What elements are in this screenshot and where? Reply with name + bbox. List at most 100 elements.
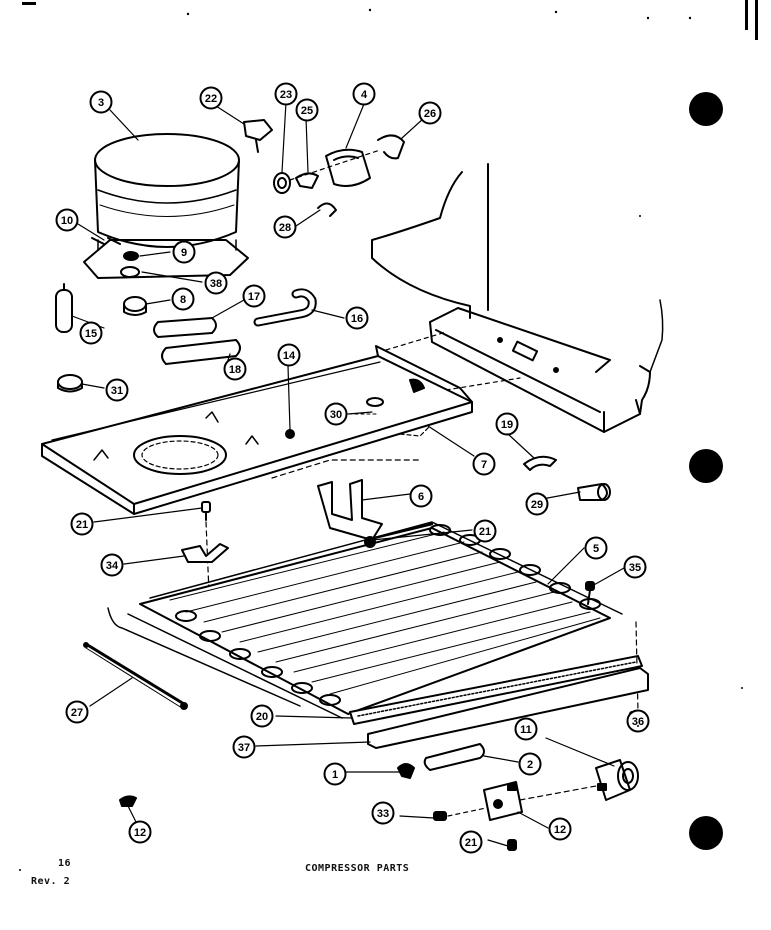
tube-2 bbox=[423, 743, 485, 771]
callout-c26: 26 bbox=[418, 101, 442, 125]
callout-circle bbox=[65, 700, 89, 724]
callout-circle bbox=[345, 306, 369, 330]
callout-label: 11 bbox=[520, 724, 532, 736]
callout-c11: 11 bbox=[514, 717, 538, 741]
elbow-tube-16 bbox=[253, 288, 317, 327]
punch-hole-middle bbox=[689, 449, 723, 483]
callout-circle bbox=[473, 519, 497, 543]
callout-circle bbox=[495, 412, 519, 436]
drier-15 bbox=[55, 283, 73, 333]
callout-circle bbox=[70, 512, 94, 536]
callout-circle bbox=[295, 98, 319, 122]
callout-circle bbox=[55, 208, 79, 232]
clip-19 bbox=[523, 455, 557, 471]
callout-c25: 25 bbox=[295, 98, 319, 122]
callout-label: 30 bbox=[330, 409, 342, 421]
control-dashed-leader bbox=[519, 785, 597, 801]
clip-1 bbox=[397, 763, 415, 779]
clip-28 bbox=[317, 202, 337, 217]
callout-label: 34 bbox=[106, 560, 119, 572]
callout-label: 2 bbox=[527, 759, 533, 771]
grommet-31 bbox=[57, 374, 83, 393]
part-12-small bbox=[119, 795, 137, 807]
callout-circle bbox=[623, 555, 647, 579]
callout-circle bbox=[204, 271, 228, 295]
callout-c29: 29 bbox=[525, 492, 549, 516]
callout-label: 26 bbox=[424, 108, 436, 120]
callout-c5: 5 bbox=[584, 536, 608, 560]
callout-c28: 28 bbox=[273, 215, 297, 239]
callout-circle bbox=[105, 378, 129, 402]
callout-label: 17 bbox=[248, 291, 260, 303]
callout-circle bbox=[242, 284, 266, 308]
callout-c16: 16 bbox=[345, 306, 369, 330]
callout-circle bbox=[324, 402, 348, 426]
condenser-coil bbox=[107, 521, 623, 719]
callout-label: 37 bbox=[238, 742, 250, 754]
callout-c19: 19 bbox=[495, 412, 519, 436]
callout-circle bbox=[223, 357, 247, 381]
callout-c12a: 12 bbox=[128, 820, 152, 844]
callout-label: 18 bbox=[229, 364, 241, 376]
callout-c14: 14 bbox=[277, 343, 301, 367]
callout-circle bbox=[514, 717, 538, 741]
relay-dashed-leader bbox=[289, 149, 381, 181]
callout-circle bbox=[584, 536, 608, 560]
callout-c21a: 21 bbox=[70, 512, 94, 536]
callout-c2: 2 bbox=[518, 752, 542, 776]
compressor-base-tray bbox=[41, 345, 473, 515]
compressor bbox=[83, 133, 249, 279]
callout-circle bbox=[518, 752, 542, 776]
clamp-29 bbox=[577, 483, 611, 501]
callout-c4: 4 bbox=[352, 82, 376, 106]
callout-circle bbox=[626, 709, 650, 733]
callout-c21c: 21 bbox=[459, 830, 483, 854]
callout-circle bbox=[273, 215, 297, 239]
callout-circle bbox=[472, 452, 496, 476]
callout-c30: 30 bbox=[324, 402, 348, 426]
callout-label: 5 bbox=[593, 543, 599, 555]
tube-18 bbox=[161, 339, 241, 365]
screw-35 bbox=[585, 581, 595, 605]
clip-26 bbox=[377, 134, 405, 160]
rail-20 bbox=[349, 655, 643, 725]
callout-circle bbox=[525, 492, 549, 516]
callout-label: 21 bbox=[465, 837, 477, 849]
control-11 bbox=[595, 759, 639, 801]
scan-specks bbox=[19, 0, 758, 871]
revision-label: Rev. 2 bbox=[31, 876, 71, 887]
callout-circle bbox=[277, 343, 301, 367]
callout-circle bbox=[352, 82, 376, 106]
page-number: 16 bbox=[58, 858, 72, 869]
harness-27 bbox=[83, 642, 188, 710]
callout-c8: 8 bbox=[171, 287, 195, 311]
callout-label: 10 bbox=[61, 215, 73, 227]
screw-33-dashed-leader bbox=[447, 807, 487, 817]
callout-c17: 17 bbox=[242, 284, 266, 308]
callout-c22: 22 bbox=[199, 86, 223, 110]
callout-label: 6 bbox=[418, 491, 424, 503]
callout-c1: 1 bbox=[323, 762, 347, 786]
callout-label: 33 bbox=[377, 808, 389, 820]
callout-circle bbox=[171, 287, 195, 311]
callout-label: 23 bbox=[280, 89, 292, 101]
callout-label: 36 bbox=[632, 716, 644, 728]
callout-circle bbox=[323, 762, 347, 786]
callout-label: 19 bbox=[501, 419, 513, 431]
callout-c31: 31 bbox=[105, 378, 129, 402]
callout-label: 22 bbox=[205, 93, 217, 105]
callout-c38: 38 bbox=[204, 271, 228, 295]
callout-c23: 23 bbox=[274, 82, 298, 106]
page-caption: COMPRESSOR PARTS bbox=[305, 863, 410, 874]
callout-c6: 6 bbox=[409, 484, 433, 508]
callout-label: 7 bbox=[481, 459, 487, 471]
callout-circle bbox=[274, 82, 298, 106]
cabinet-dashed-leader-2 bbox=[445, 377, 521, 391]
callout-circle bbox=[371, 801, 395, 825]
callout-circle bbox=[418, 101, 442, 125]
callout-c7: 7 bbox=[472, 452, 496, 476]
callout-circle bbox=[128, 820, 152, 844]
clip-25 bbox=[295, 172, 319, 189]
